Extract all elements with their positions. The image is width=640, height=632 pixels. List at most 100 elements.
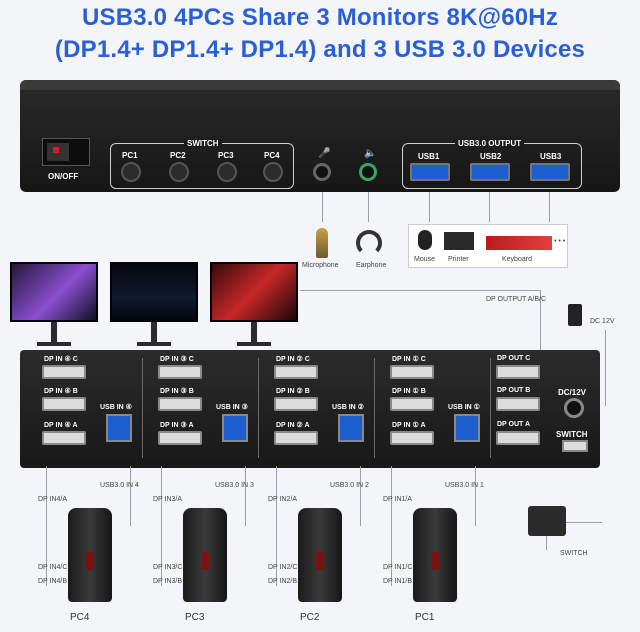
dp-in-2-a-port[interactable]	[274, 431, 318, 445]
front-panel-top	[20, 80, 620, 90]
usb-wire	[360, 466, 361, 526]
microphone-icon-image	[316, 228, 328, 258]
dp-wire	[276, 466, 277, 586]
usb-in-1-port[interactable]	[454, 414, 480, 442]
dp-out-b-port[interactable]	[496, 397, 540, 411]
power-adapter-icon	[568, 304, 582, 326]
monitor-1-stand	[51, 322, 57, 344]
monitor-3-stand	[251, 322, 257, 344]
usb-in-4-port[interactable]	[106, 414, 132, 442]
pc-name-label: PC1	[415, 612, 435, 623]
switch-title: SWITCH	[184, 139, 222, 148]
monitor-1-base	[37, 342, 71, 346]
dp-in-2-c-port[interactable]	[274, 365, 318, 379]
power-switch[interactable]	[42, 138, 90, 166]
title-line-1: USB3.0 4PCs Share 3 Monitors 8K@60Hz	[81, 4, 559, 31]
dp-out-c-port[interactable]	[496, 365, 540, 379]
usb-in-2-port[interactable]	[338, 414, 364, 442]
microphone-label: Microphone	[302, 262, 339, 269]
group-separator	[142, 358, 143, 458]
mouse-icon	[418, 230, 432, 250]
usb-output-title: USB3.0 OUTPUT	[455, 139, 525, 148]
dp-a-label: DP IN1/A	[383, 496, 413, 503]
usb-wire	[245, 466, 246, 526]
dc-jack[interactable]	[564, 398, 584, 418]
dp-output-wire	[300, 290, 540, 291]
mouse-label: Mouse	[414, 256, 436, 263]
microphone-jack[interactable]	[313, 163, 331, 181]
printer-icon	[444, 232, 474, 250]
dc12v-label: DC 12V	[590, 318, 615, 325]
monitor-1	[10, 262, 98, 322]
dp-c-label: DP IN4/C	[38, 564, 68, 571]
pc3-button[interactable]	[217, 162, 237, 182]
switch-port[interactable]	[562, 440, 588, 452]
dp-in-4-c-label: DP IN ④ C	[44, 356, 78, 363]
dp-wire	[46, 466, 47, 586]
pc2-button-label: PC2	[170, 151, 186, 160]
printer-label: Printer	[448, 256, 469, 263]
pc1-button-label: PC1	[122, 151, 138, 160]
dp-out-a-port[interactable]	[496, 431, 540, 445]
usb2-port[interactable]	[470, 163, 510, 181]
usb-in-label: USB3.0 IN 2	[330, 482, 369, 489]
usb-in-label: USB3.0 IN 1	[445, 482, 484, 489]
usb-wire	[475, 466, 476, 526]
dp-c-label: DP IN3/C	[153, 564, 183, 571]
dp-in-4-a-port[interactable]	[42, 431, 86, 445]
usb3-port[interactable]	[530, 163, 570, 181]
dp-in-4-b-label: DP IN ④ B	[44, 388, 78, 395]
pc4-button[interactable]	[263, 162, 283, 182]
usb-in-3-label: USB IN ③	[216, 404, 248, 411]
usb-in-3-port[interactable]	[222, 414, 248, 442]
dp-in-4-b-port[interactable]	[42, 397, 86, 411]
pc1-button[interactable]	[121, 162, 141, 182]
earphone-label: Earphone	[356, 262, 387, 269]
group-separator	[490, 358, 491, 458]
dp-c-label: DP IN2/C	[268, 564, 298, 571]
pc-name-label: PC2	[300, 612, 320, 623]
dp-out-c-label: DP OUT C	[497, 355, 531, 362]
dp-in-1-c-port[interactable]	[390, 365, 434, 379]
earphone-jack[interactable]	[359, 163, 377, 181]
microphone-icon: 🎤	[318, 148, 331, 159]
dp-b-label: DP IN4/B	[38, 578, 68, 585]
usb-in-label: USB3.0 IN 3	[215, 482, 254, 489]
usb3-label: USB3	[540, 152, 562, 161]
title-line-2: (DP1.4+ DP1.4+ DP1.4) and 3 USB 3.0 Devi…	[54, 36, 586, 63]
remote-wire-down	[546, 536, 547, 550]
pc4-button-label: PC4	[264, 151, 280, 160]
dp-b-label: DP IN1/B	[383, 578, 413, 585]
pc-tower-icon	[298, 508, 342, 602]
usb3-wire	[549, 192, 550, 222]
dc-label: DC/12V	[558, 388, 587, 397]
dp-in-3-b-port[interactable]	[158, 397, 202, 411]
dp-in-3-c-label: DP IN ③ C	[160, 356, 194, 363]
dp-out-b-label: DP OUT B	[497, 387, 531, 394]
monitor-2	[110, 262, 198, 322]
pc-tower-icon	[183, 508, 227, 602]
dp-in-3-c-port[interactable]	[158, 365, 202, 379]
remote-switch-label: SWITCH	[560, 550, 588, 557]
monitor-3	[210, 262, 298, 322]
usb-in-2-label: USB IN ②	[332, 404, 364, 411]
dp-in-2-a-label: DP IN ② A	[276, 422, 310, 429]
ear-wire	[368, 192, 369, 222]
earphone-icon	[356, 230, 382, 256]
dp-output-label: DP OUTPUT A/B/C	[486, 296, 547, 303]
dp-in-2-c-label: DP IN ② C	[276, 356, 310, 363]
keyboard-icon	[486, 236, 552, 250]
usb1-port[interactable]	[410, 163, 450, 181]
dp-a-label: DP IN2/A	[268, 496, 298, 503]
dp-in-1-b-port[interactable]	[390, 397, 434, 411]
dp-in-1-c-label: DP IN ① C	[392, 356, 426, 363]
dp-in-1-a-label: DP IN ① A	[392, 422, 426, 429]
dp-in-2-b-port[interactable]	[274, 397, 318, 411]
pc2-button[interactable]	[169, 162, 189, 182]
onoff-label: ON/OFF	[48, 172, 79, 181]
remote-wire	[566, 522, 602, 523]
dp-c-label: DP IN1/C	[383, 564, 413, 571]
dp-in-1-a-port[interactable]	[390, 431, 434, 445]
dp-in-4-c-port[interactable]	[42, 365, 86, 379]
dp-in-3-a-port[interactable]	[158, 431, 202, 445]
